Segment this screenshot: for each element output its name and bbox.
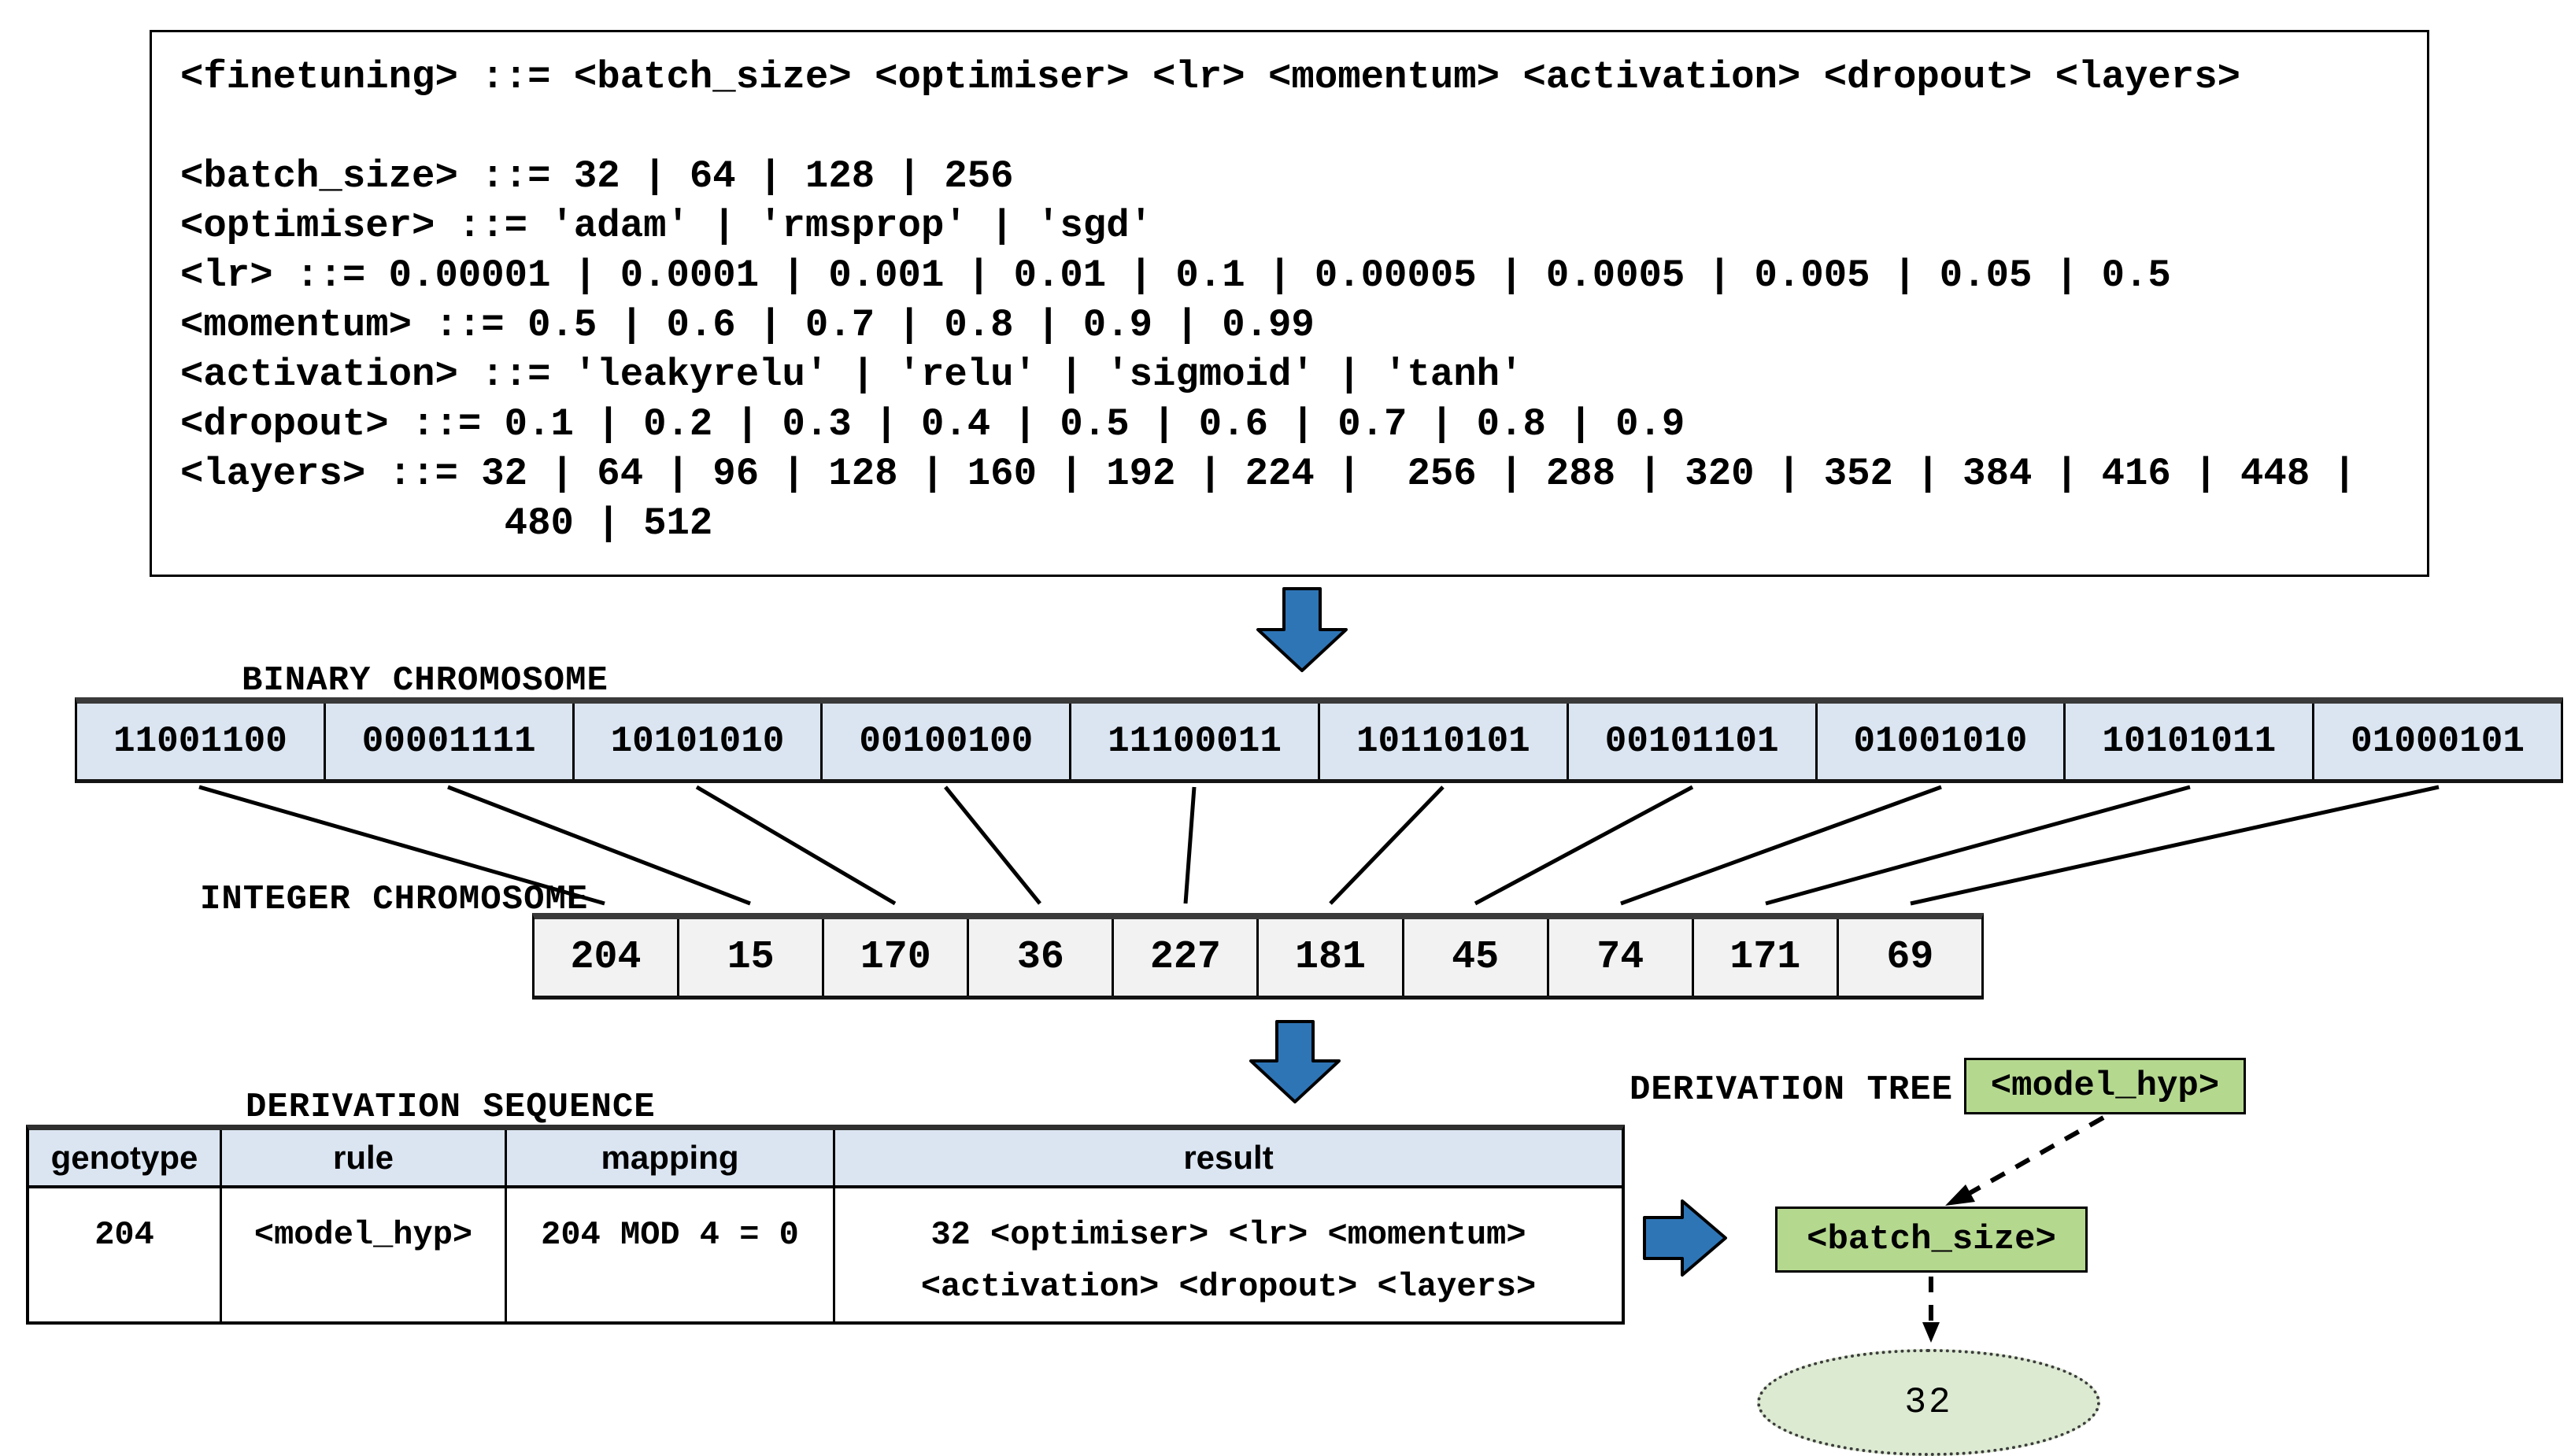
integer-gene-cell: 36 — [967, 919, 1112, 996]
binary-gene-cell: 11001100 — [113, 721, 287, 762]
gene-map-line — [1765, 785, 2191, 906]
binary-gene-cell: 10110101 — [1317, 704, 1567, 779]
integer-gene-cell: 204 — [570, 935, 642, 980]
column-genotype: genotype 204 — [29, 1130, 220, 1321]
tree-leaf-32: 32 — [1757, 1349, 2100, 1456]
gene-map-line — [198, 785, 605, 906]
gene-map-line — [1620, 785, 1942, 906]
gene-map-line — [1910, 785, 2440, 906]
tree-node-model-hyp: <model_hyp> — [1964, 1058, 2246, 1114]
derivation-sequence-label: DERIVATION SEQUENCE — [246, 1088, 656, 1127]
integer-chromosome-row: 204 15 170 36 227 181 45 74 171 69 — [532, 913, 1984, 1000]
binary-gene-cell: 01000101 — [2312, 704, 2561, 779]
binary-gene-cell: 00001111 — [323, 704, 572, 779]
gene-map-line — [1474, 785, 1694, 906]
cell-rule: <model_hyp> — [253, 1216, 473, 1254]
integer-gene-cell: 15 — [677, 919, 822, 996]
cell-mapping: 204 MOD 4 = 0 — [541, 1216, 799, 1254]
tree-edge-root-to-child — [1962, 1115, 2105, 1199]
down-arrow-integer-to-derivation — [1249, 1020, 1341, 1103]
column-header-genotype: genotype — [29, 1130, 220, 1188]
bnf-grammar-box: <finetuning> ::= <batch_size> <optimiser… — [150, 30, 2429, 577]
integer-gene-cell: 227 — [1112, 919, 1256, 996]
tree-edge-arrowhead — [1922, 1322, 1940, 1343]
integer-gene-cell: 74 — [1546, 919, 1692, 996]
gene-map-line — [447, 785, 751, 906]
binary-gene-cell: 10101010 — [572, 704, 821, 779]
integer-gene-cell: 45 — [1401, 919, 1547, 996]
binary-gene-cell: 00101101 — [1566, 704, 1815, 779]
binary-gene-cell: 01001010 — [1814, 704, 2064, 779]
column-header-mapping: mapping — [507, 1130, 833, 1188]
down-arrow-grammar-to-binary — [1256, 587, 1348, 672]
result-line-2: <activation> <dropout> <layers> — [920, 1268, 1537, 1306]
column-header-rule: rule — [222, 1130, 505, 1188]
integer-gene-cell: 171 — [1691, 919, 1837, 996]
integer-chromosome-label: INTEGER CHROMOSOME — [200, 880, 589, 919]
bnf-grammar-text: <finetuning> ::= <batch_size> <optimiser… — [180, 55, 2357, 545]
cell-result: 32 <optimiser> <lr> <momentum> <activati… — [835, 1188, 1622, 1321]
column-rule: rule <model_hyp> — [220, 1130, 505, 1321]
binary-chromosome-label: BINARY CHROMOSOME — [242, 661, 609, 700]
gene-map-line — [695, 785, 897, 906]
binary-gene-cell: 10101011 — [2063, 704, 2312, 779]
derivation-sequence-table: genotype 204 rule <model_hyp> mapping 20… — [26, 1125, 1625, 1325]
result-line-1: 32 <optimiser> <lr> <momentum> — [930, 1216, 1526, 1254]
gene-map-line — [1329, 785, 1445, 905]
column-mapping: mapping 204 MOD 4 = 0 — [505, 1130, 833, 1321]
binary-chromosome-row: 11001100 00001111 10101010 00100100 1110… — [75, 697, 2563, 783]
integer-gene-cell: 170 — [822, 919, 967, 996]
column-header-result: result — [835, 1130, 1622, 1188]
column-result: result 32 <optimiser> <lr> <momentum> <a… — [833, 1130, 1622, 1321]
right-arrow-to-tree — [1643, 1199, 1727, 1277]
integer-gene-cell: 69 — [1836, 919, 1981, 996]
derivation-tree-label: DERIVATION TREE — [1630, 1070, 1954, 1110]
binary-to-integer-lines — [198, 785, 2440, 906]
tree-node-batch-size: <batch_size> — [1775, 1207, 2088, 1273]
binary-gene-cell: 00100100 — [820, 704, 1069, 779]
integer-gene-cell: 181 — [1256, 919, 1401, 996]
binary-gene-cell: 11100011 — [1069, 704, 1318, 779]
gene-map-line — [1183, 786, 1197, 904]
tree-edge-arrowhead — [1945, 1184, 1975, 1206]
cell-genotype: 204 — [94, 1216, 154, 1254]
gene-map-line — [944, 785, 1041, 905]
